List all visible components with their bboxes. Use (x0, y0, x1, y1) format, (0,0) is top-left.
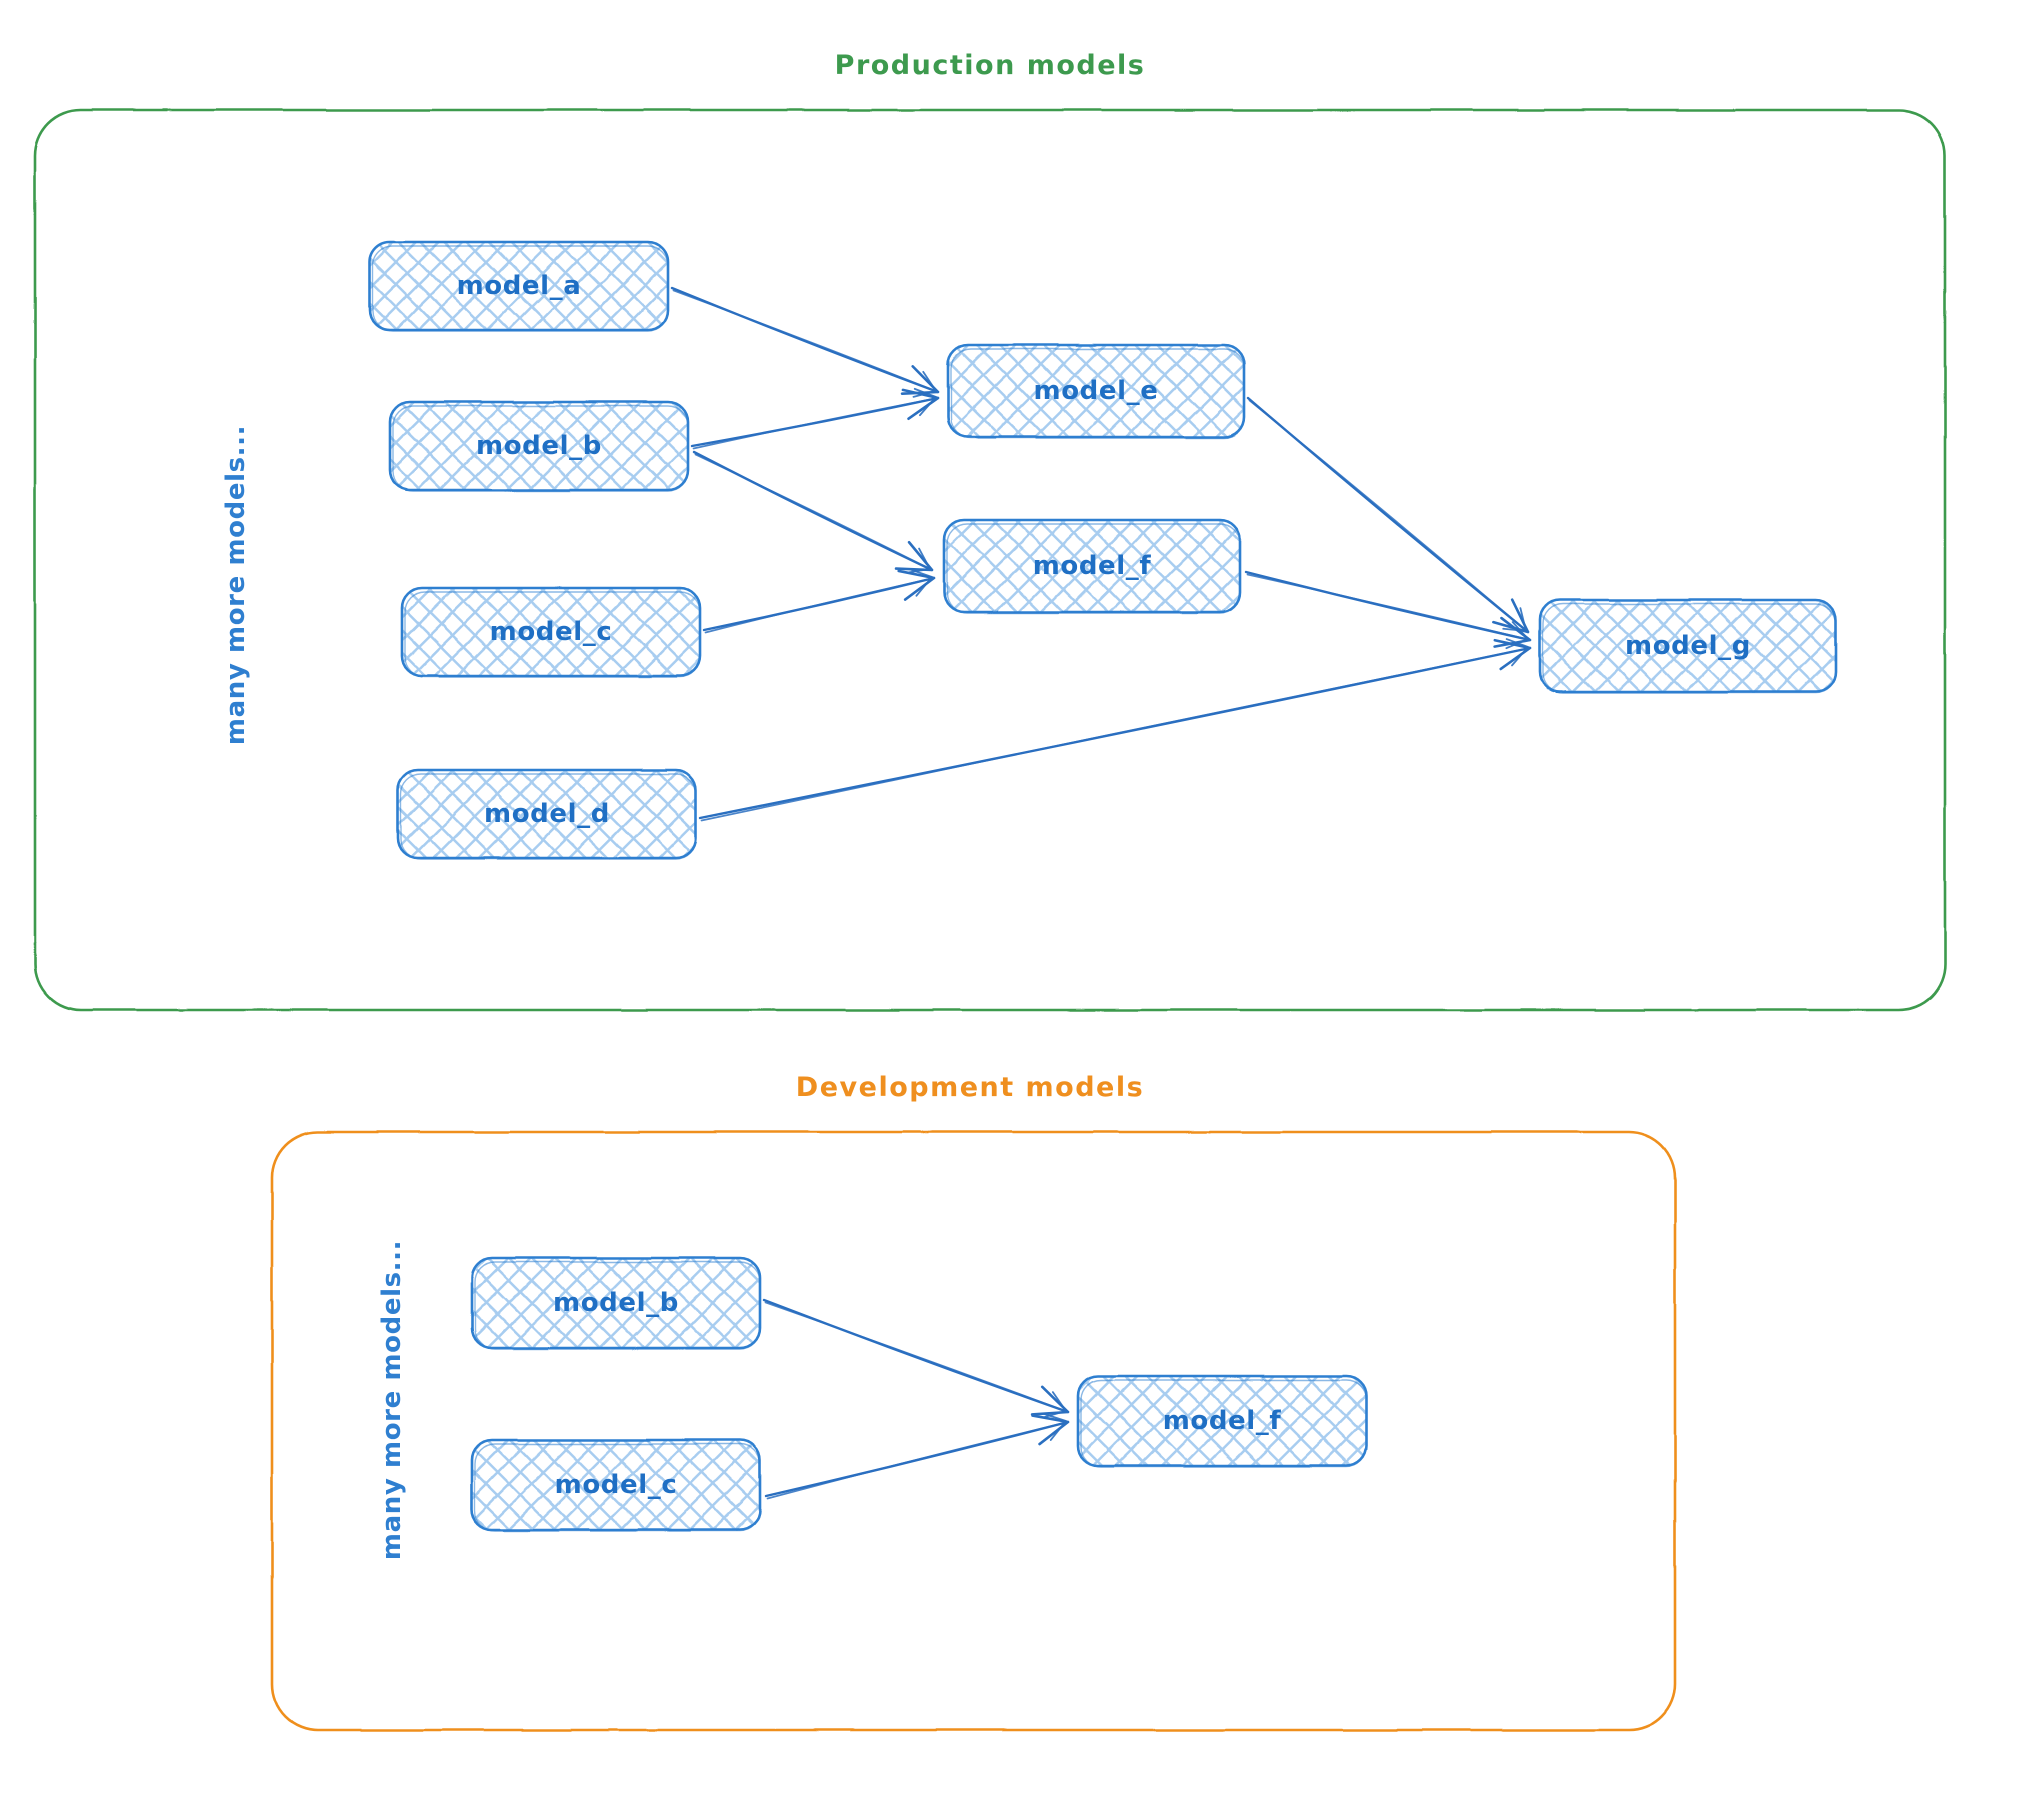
node-prod_e[interactable] (946, 343, 1246, 439)
node-fill (370, 242, 668, 330)
arrowhead-inner (1505, 638, 1529, 667)
edge-stroke-2 (764, 1301, 1069, 1413)
node-border-sketch (404, 591, 701, 678)
arrowhead (897, 569, 936, 601)
edge-stroke-2 (672, 289, 939, 393)
node-fill (472, 1440, 760, 1530)
edge-devb-to-devf (762, 1298, 1070, 1419)
edge-stroke-2 (1246, 573, 1531, 641)
arrowhead (1492, 598, 1530, 634)
group-title-production: Production models (834, 50, 1146, 81)
edge-stroke-2 (700, 647, 1531, 822)
arrowhead (1493, 638, 1532, 671)
group-container-production (33, 108, 1947, 1012)
node-dev_b[interactable] (470, 1256, 762, 1350)
group-title-development: Development models (795, 1072, 1145, 1103)
side-note-production: many more models... (221, 424, 251, 746)
node-border-sketch (474, 1261, 761, 1350)
node-fill (944, 520, 1240, 612)
node-border-sketch (946, 523, 1241, 614)
nodes-layer (368, 240, 1838, 1532)
group-containers (33, 108, 1947, 1732)
node-dev_c[interactable] (470, 1438, 762, 1532)
edge-a-to-e (670, 286, 940, 398)
node-border-sketch (372, 245, 669, 332)
node-fill (1078, 1376, 1366, 1466)
edges-layer (670, 286, 1532, 1500)
arrowhead (1493, 616, 1532, 648)
node-border-sketch (1080, 1379, 1367, 1468)
node-fill (472, 1258, 760, 1348)
arrowhead (901, 388, 940, 421)
side-note-development: many more models... (377, 1239, 407, 1561)
node-prod_c[interactable] (400, 586, 702, 678)
arrowhead-inner (909, 568, 933, 597)
arrowhead-inner (1043, 1413, 1067, 1441)
node-fill (402, 588, 700, 676)
edge-e-to-g (1246, 396, 1530, 634)
arrowhead-inner (1042, 1391, 1067, 1419)
node-fill (398, 770, 696, 858)
edge-d-to-g (698, 638, 1532, 822)
edge-stroke-2 (704, 577, 935, 634)
edge-f-to-g (1244, 570, 1532, 650)
edge-stroke-2 (1248, 399, 1529, 633)
edge-stroke-2 (766, 1421, 1069, 1500)
node-border-sketch (400, 773, 697, 860)
node-prod_g[interactable] (1538, 598, 1838, 694)
arrowhead (894, 540, 934, 572)
arrowhead (1031, 1414, 1070, 1446)
edge-stroke-2 (694, 453, 933, 571)
edge-devc-to-devf (764, 1413, 1070, 1500)
node-prod_d[interactable] (396, 768, 698, 860)
group-container-development (270, 1130, 1677, 1732)
node-prod_b[interactable] (388, 400, 690, 492)
edge-stroke-2 (692, 397, 939, 450)
node-fill (948, 345, 1244, 437)
node-fill (1540, 600, 1836, 692)
node-border-sketch (474, 1443, 761, 1532)
node-dev_f[interactable] (1076, 1374, 1368, 1468)
node-border-sketch (392, 405, 689, 492)
node-border-sketch (950, 348, 1245, 439)
node-border-sketch (1542, 603, 1837, 694)
arrowhead-inner (1502, 607, 1527, 632)
node-fill (390, 402, 688, 490)
node-prod_a[interactable] (368, 240, 670, 332)
node-prod_f[interactable] (942, 518, 1242, 614)
edge-b-to-e (690, 387, 940, 450)
edge-c-to-f (702, 568, 936, 634)
arrowhead-inner (913, 387, 937, 417)
edge-b-to-f (692, 450, 934, 574)
